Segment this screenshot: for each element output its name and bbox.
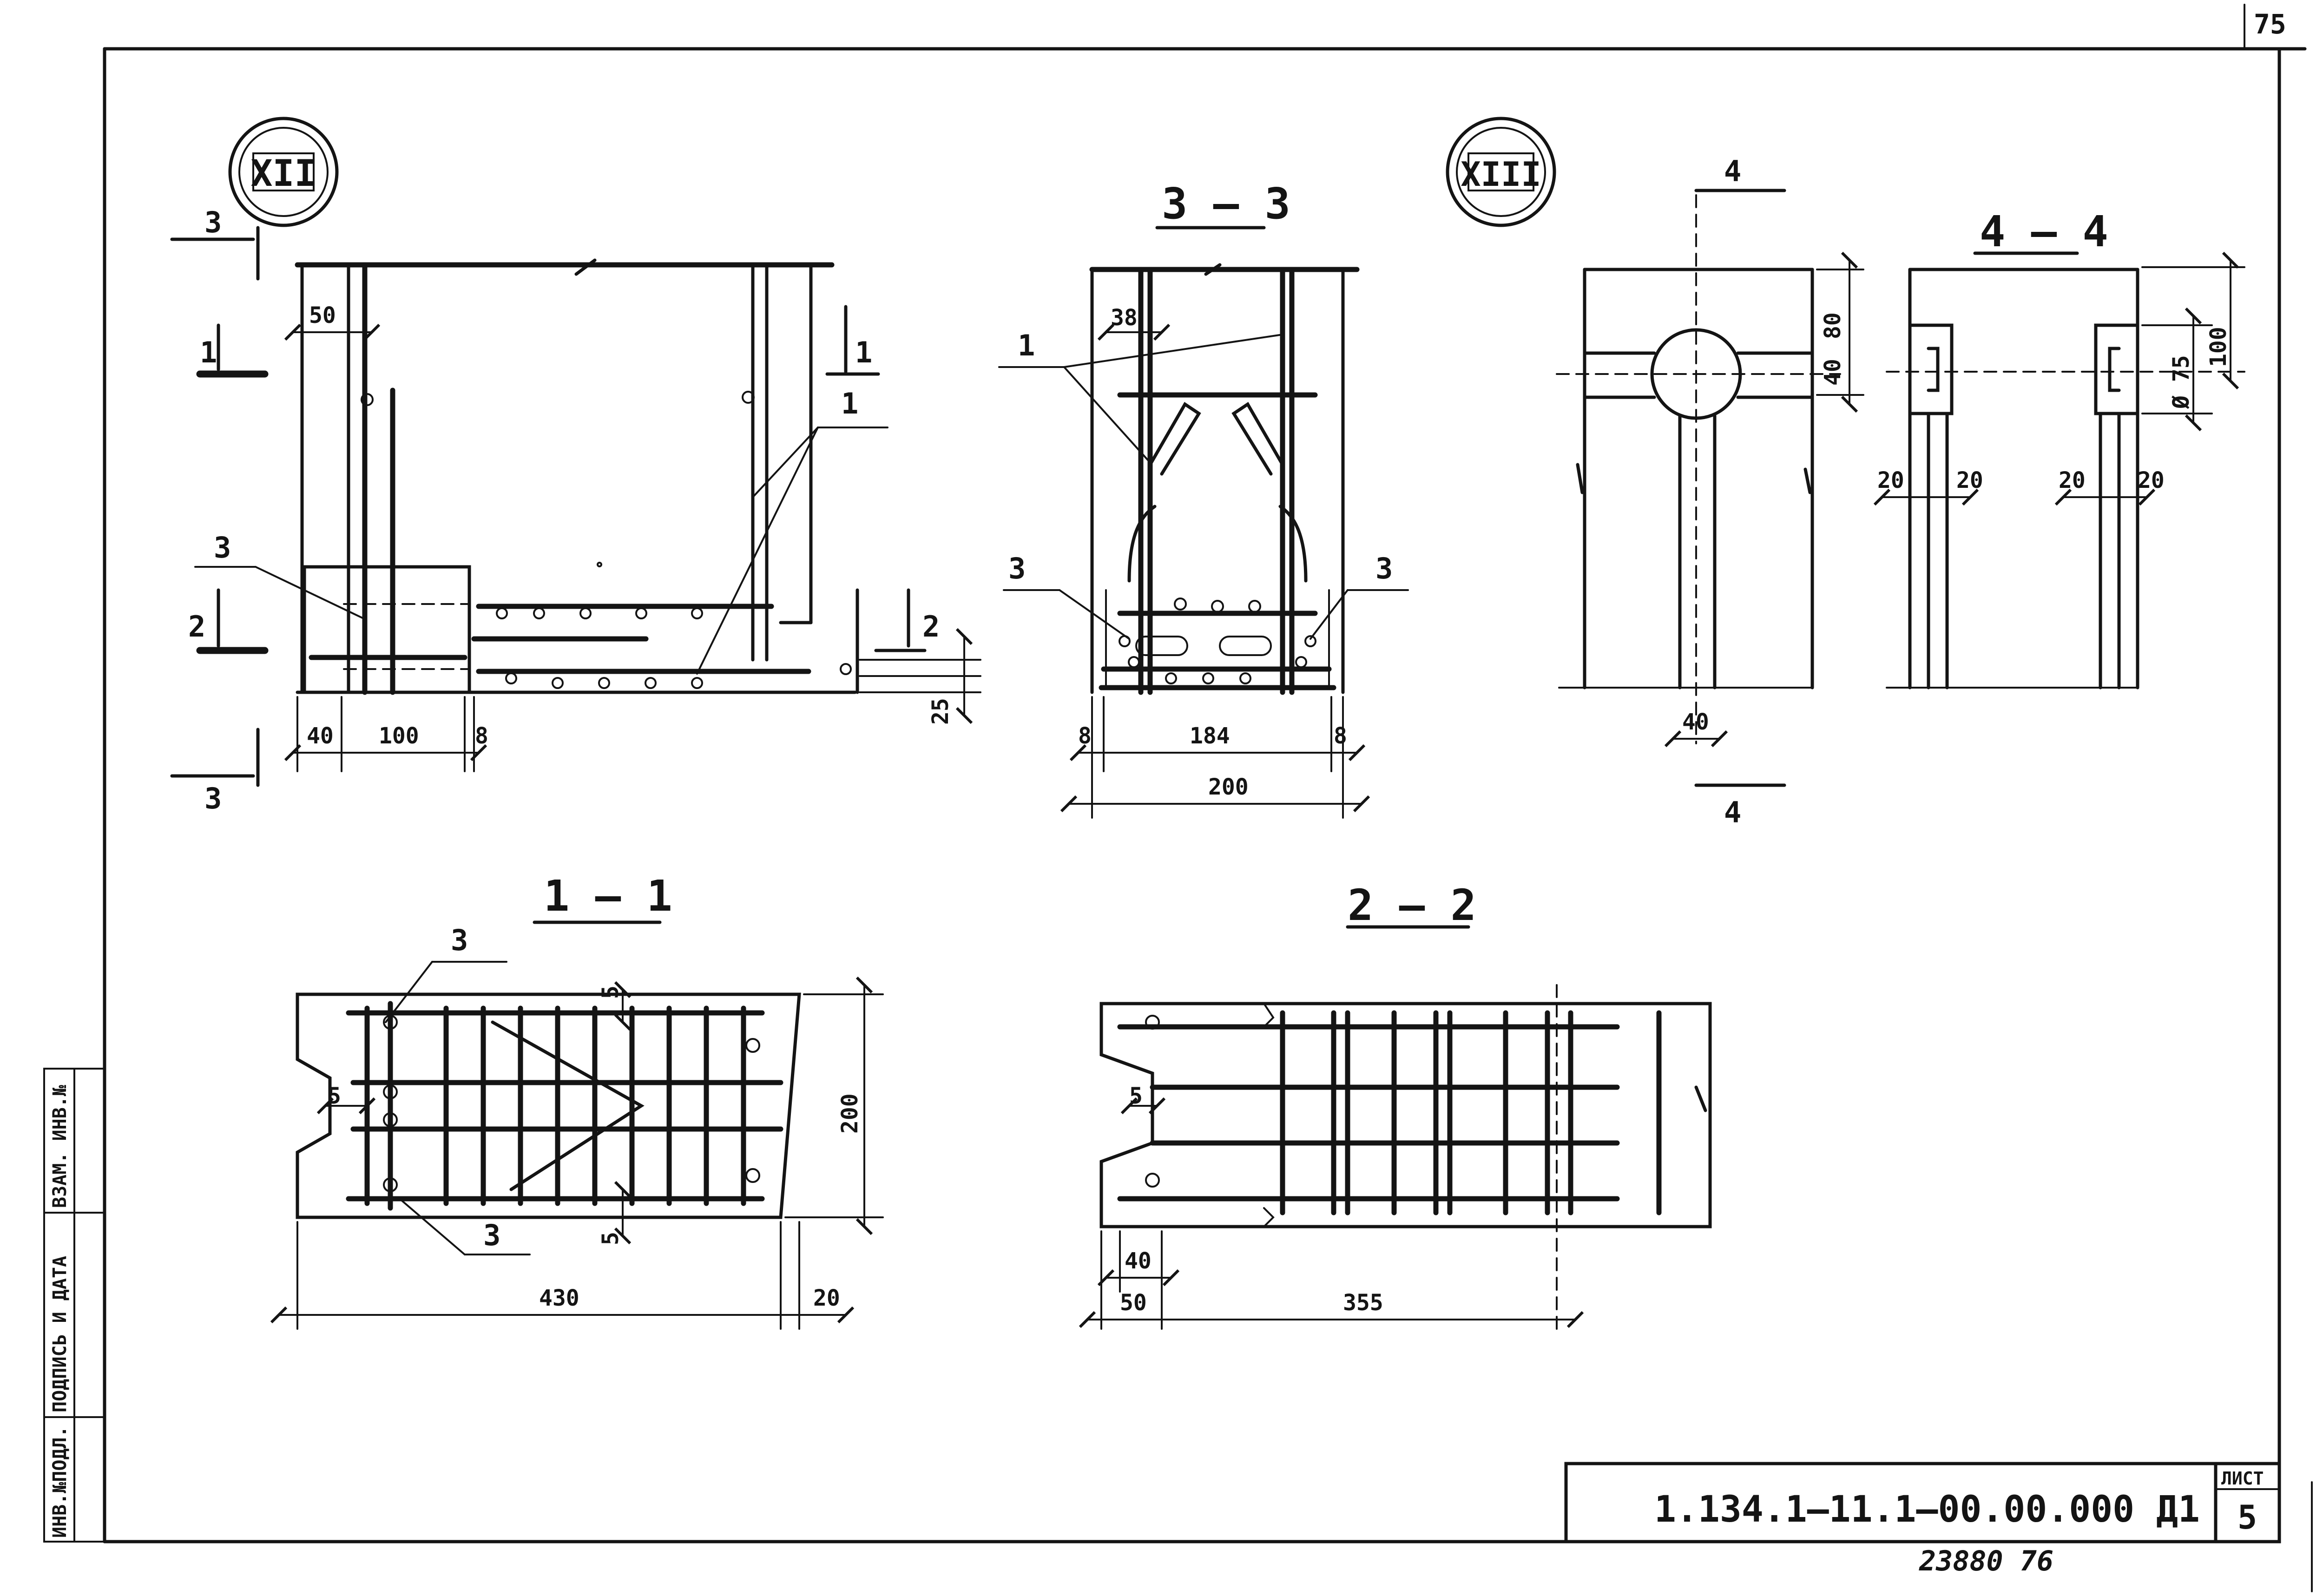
node-xii-geometry <box>295 258 859 695</box>
dim-5-left: 5 <box>328 1083 341 1109</box>
cut-mark-2-right: 2 <box>922 610 940 644</box>
dim-20: 20 <box>813 1285 840 1311</box>
section-1-1-callout-3: 3 3 <box>385 923 531 1255</box>
dim-100: 100 <box>379 723 419 749</box>
dim-8-left: 8 <box>1078 723 1092 749</box>
section-3-3-callout-3-left: 3 <box>1008 552 1026 585</box>
node-xii: XII <box>170 117 981 815</box>
sheet-label: ЛИСТ <box>2221 1468 2264 1489</box>
stamp-cell-inv: ИНВ.№ПОДЛ. <box>49 1426 71 1538</box>
dim-diameter: Ø 75 <box>2168 355 2194 409</box>
section-3-3-title: 3 — 3 <box>1162 179 1290 229</box>
stamp-cell-sign: ПОДПИСЬ И ДАТА <box>49 1256 71 1412</box>
dim-5-top: 5 <box>598 985 624 999</box>
cut-mark-3-top: 3 <box>204 205 222 239</box>
cut-mark-2-left: 2 <box>188 610 205 644</box>
side-stamp: ИНВ.№ПОДЛ. ПОДПИСЬ И ДАТА ВЗАМ. ИНВ.№ <box>43 1068 105 1543</box>
node-xii-callout-1-text: 1 <box>841 387 858 420</box>
dim-40: 40 <box>1125 1248 1152 1274</box>
dim-20-b: 20 <box>1956 467 1983 493</box>
node-xiii-dims: 80 40 40 <box>1664 251 1864 748</box>
section-4-4-dims: 100 Ø 75 20 20 20 20 <box>1873 251 2245 506</box>
section-1-1: 1 — 1 <box>270 871 884 1330</box>
badge-xii-text: XII <box>251 153 316 195</box>
dim-200-vertical: 200 <box>837 1093 863 1134</box>
dim-184: 184 <box>1190 723 1230 749</box>
dim-40-vertical: 40 <box>1820 359 1846 386</box>
dim-355: 355 <box>1343 1290 1383 1316</box>
section-3-3-callout-1-text: 1 <box>1018 328 1035 362</box>
node-xii-dims: 50 40 100 8 25 <box>284 302 981 772</box>
section-3-3-callout-1: 1 <box>998 328 1283 461</box>
cut-mark-3-bottom: 3 <box>204 782 222 815</box>
cut-mark-4: 4 4 <box>1694 154 1786 829</box>
section-2-2-title: 2 — 2 <box>1348 880 1476 930</box>
node-xiii-geometry <box>1556 194 1841 744</box>
dim-80: 80 <box>1820 312 1846 339</box>
cut-mark-4-top: 4 <box>1724 154 1741 188</box>
title-block <box>1564 1462 2281 1543</box>
stamp-code: 1.134.1–11.1–00.00.000 Д1 <box>1654 1489 2200 1530</box>
section-1-1-callout-3-top: 3 <box>451 923 468 957</box>
dim-20-c: 20 <box>2059 467 2086 493</box>
cut-mark-1: 1 1 <box>196 305 880 378</box>
dim-430: 430 <box>539 1285 579 1311</box>
section-1-1-title: 1 — 1 <box>544 871 672 921</box>
badge-xiii: XIII <box>1446 117 1556 227</box>
dim-8-right: 8 <box>1334 723 1347 749</box>
section-2-2-geometry <box>1099 984 1712 1330</box>
dim-40-bottom: 40 <box>1682 709 1709 735</box>
section-2-2-dims: 5 40 50 355 <box>1079 1083 1584 1330</box>
dim-20-a: 20 <box>1877 467 1904 493</box>
stamp-cell-replace: ВЗАМ. ИНВ.№ <box>49 1085 71 1208</box>
dim-25: 25 <box>928 698 954 725</box>
badge-xii: XII <box>228 117 339 227</box>
node-xii-callout-1: 1 <box>696 387 888 675</box>
cut-mark-1-right: 1 <box>855 335 872 369</box>
badge-xiii-text: XIII <box>1461 155 1541 194</box>
section-1-1-dims: 5 5 5 200 430 20 <box>270 976 884 1330</box>
bottom-number: 23880 76 <box>1919 1545 2053 1577</box>
section-4-4-geometry <box>1886 268 2245 690</box>
section-2-2: 2 — 2 5 <box>1079 880 1712 1330</box>
cut-mark-4-bottom: 4 <box>1724 795 1741 829</box>
section-4-4-title: 4 — 4 <box>1980 207 2108 256</box>
dim-50: 50 <box>309 302 336 328</box>
dim-20-d: 20 <box>2138 467 2165 493</box>
sheet-number: 5 <box>2237 1498 2257 1537</box>
node-xii-callout-3-text: 3 <box>214 531 231 565</box>
cut-mark-2: 2 2 <box>188 588 940 654</box>
section-1-1-geometry <box>296 992 801 1219</box>
node-xii-callout-3: 3 <box>194 531 363 619</box>
dim-200: 200 <box>1208 774 1249 800</box>
dim-8: 8 <box>475 723 488 749</box>
dim-40: 40 <box>307 723 334 749</box>
corner-number: 75 <box>2254 8 2286 40</box>
section-1-1-callout-3-bottom: 3 <box>483 1218 500 1252</box>
sheet-frame <box>103 4 2313 1592</box>
dim-5: 5 <box>1129 1083 1143 1109</box>
section-3-3-callout-3-right: 3 <box>1375 552 1393 585</box>
dim-5-bottom: 5 <box>598 1232 624 1245</box>
dim-100: 100 <box>2205 327 2231 367</box>
node-xiii: XIII 4 4 80 <box>1446 117 1864 829</box>
cut-mark-1-left: 1 <box>200 335 217 369</box>
section-4-4: 4 — 4 100 Ø 75 20 <box>1873 207 2245 690</box>
dim-50: 50 <box>1120 1290 1147 1316</box>
section-3-3-callout-3: 3 3 <box>1003 552 1409 640</box>
dim-38: 38 <box>1111 305 1138 331</box>
cut-mark-3: 3 3 <box>170 205 260 815</box>
section-3-3: 3 — 3 <box>998 179 1409 819</box>
section-3-3-dims: 38 8 184 8 200 <box>1060 305 1370 819</box>
